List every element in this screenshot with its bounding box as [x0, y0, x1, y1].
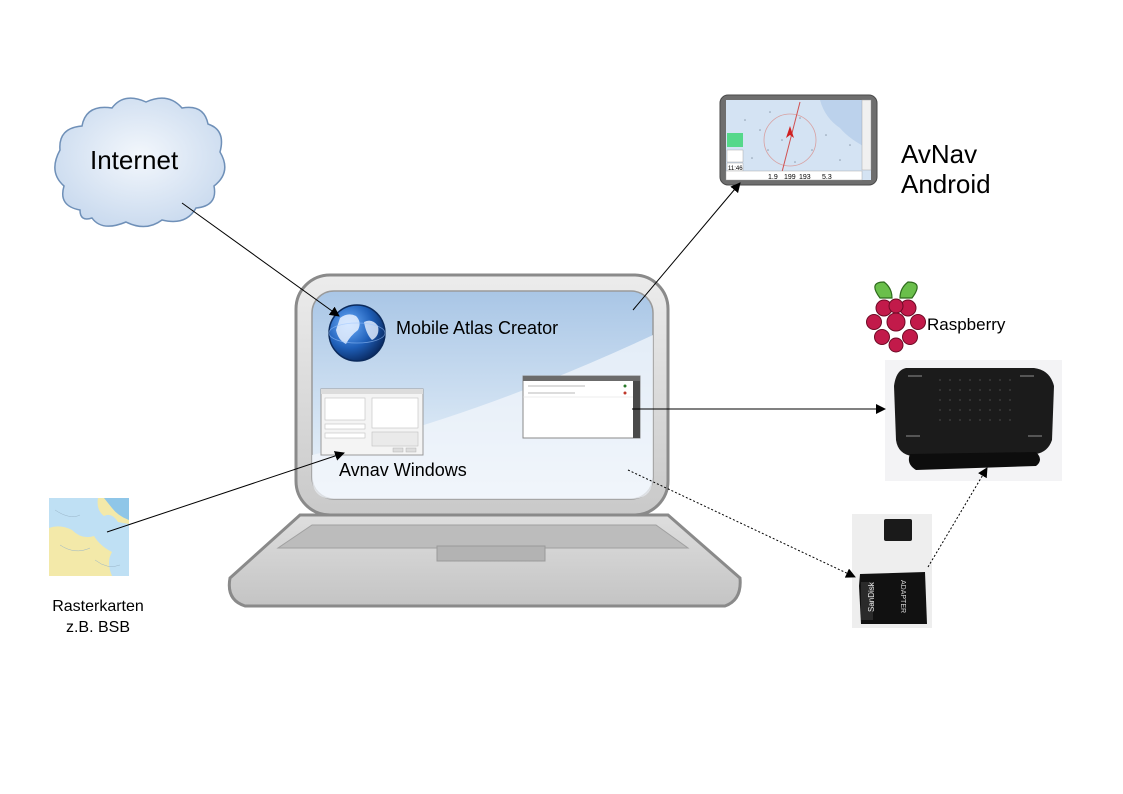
arrow-laptop-to-sdcard [627, 469, 856, 578]
sd-card-photo [852, 514, 932, 628]
tablet-readout-2: 199 [784, 174, 796, 181]
mac-app-window [320, 388, 424, 456]
laptop-touchpad [436, 545, 546, 562]
arrow-raster-to-laptop [106, 451, 345, 533]
sd-adapter-text: ADAPTER [899, 580, 906, 613]
raspberry-case-photo [885, 360, 1062, 481]
tablet-readout-4: 5.3 [822, 174, 832, 181]
raspberry-label: Raspberry [927, 315, 1006, 334]
avnav-windows-app-window [522, 375, 641, 439]
avnav-android-line1: AvNav [901, 139, 978, 169]
rasterkarten-label: Rasterkarten z.B. BSB [30, 596, 166, 638]
android-tablet [719, 94, 878, 186]
raspberry-logo-icon [866, 281, 926, 353]
mobile-atlas-creator-label: Mobile Atlas Creator [396, 318, 559, 338]
tablet-readout-1: 1.9 [768, 174, 778, 181]
tablet-readout-3: 193 [799, 174, 811, 181]
avnav-windows-label: Avnav Windows [339, 460, 467, 480]
avnav-android-label: AvNav Android [901, 139, 991, 199]
tablet-clock: 11:46 [728, 166, 743, 172]
rasterkarten-line2: z.B. BSB [65, 619, 131, 636]
cloud-icon [54, 97, 226, 228]
internet-label: Internet [90, 145, 179, 175]
laptop-keyboard [276, 524, 690, 549]
raster-chart-thumbnail [49, 498, 129, 576]
sd-brand-text: SanDisk [867, 581, 876, 612]
arrow-sdcard-to-raspberry [927, 467, 988, 568]
globe-icon [328, 304, 386, 362]
arrow-internet-to-laptop [181, 202, 340, 317]
arrow-laptop-to-android [632, 182, 741, 311]
avnav-android-line2: Android [901, 169, 991, 199]
rasterkarten-line1: Rasterkarten [52, 598, 144, 615]
